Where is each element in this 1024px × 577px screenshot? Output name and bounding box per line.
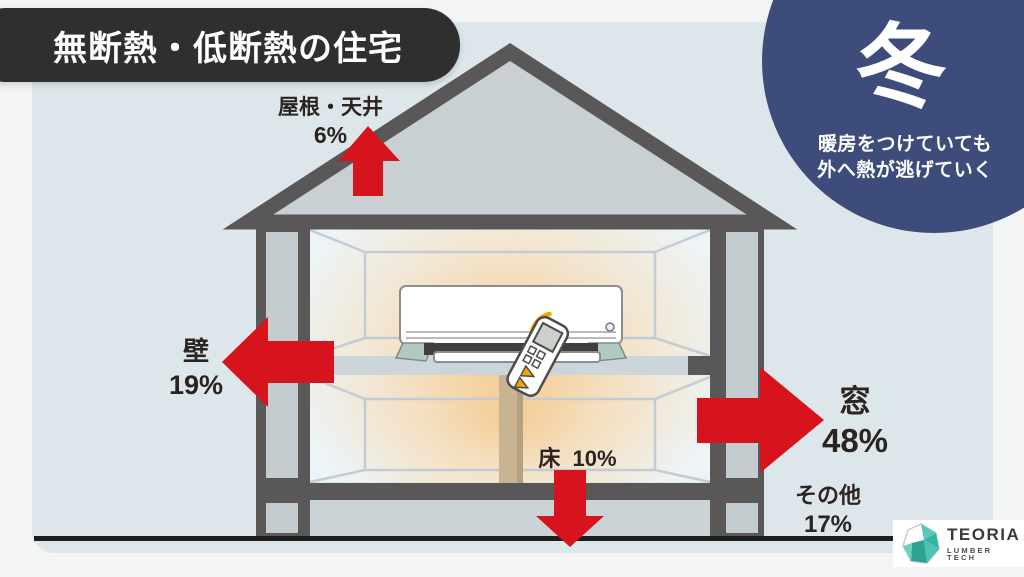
floor-beam [256, 483, 764, 500]
arrow-window-right [697, 367, 824, 473]
arrow-roof-up [338, 126, 400, 196]
ground-line [34, 536, 894, 541]
teoria-gem-icon [902, 523, 940, 564]
winter-kanji: 冬 [854, 17, 947, 119]
arrow-wall-left [222, 317, 334, 407]
label-floor: 床 10% [505, 446, 650, 471]
label-window: 窓 48% [788, 384, 922, 460]
label-roof-ceiling-value: 6% [313, 122, 348, 149]
label-floor-text: 床 [538, 446, 561, 471]
center-post-shade [517, 375, 523, 483]
remote-control [506, 315, 570, 397]
label-other-text: その他 [794, 483, 861, 508]
page-title: 無断熱・低断熱の住宅 [53, 29, 403, 68]
label-wall-text: 壁 [182, 336, 209, 366]
ac-side-flap-left [394, 342, 435, 362]
mid-floor-slab-end-right [688, 356, 710, 375]
heat-loss-arrows [222, 126, 824, 547]
wall-right-foundation-panel [726, 503, 758, 533]
label-roof-ceiling: 屋根・天井 6% [248, 96, 413, 149]
label-wall-value: 19% [168, 369, 224, 400]
label-wall: 壁 19% [136, 336, 256, 401]
winter-caption: 暖房をつけていても 外へ熱が逃げていく [800, 132, 1010, 184]
wall-left-foundation-panel [266, 503, 298, 533]
mid-floor-slab [310, 356, 710, 375]
teoria-logo: TEORIA LUMBER TECH [893, 520, 1024, 567]
label-floor-value: 10% [572, 446, 617, 471]
winter-caption-line1: 暖房をつけていても [818, 134, 992, 155]
label-other-value: 17% [803, 511, 853, 539]
foundation [310, 500, 710, 536]
arrow-floor-down [536, 470, 604, 547]
title-banner: 無断熱・低断熱の住宅 [0, 8, 460, 82]
winter-caption-line2: 外へ熱が逃げていく [817, 160, 993, 181]
label-window-text: 窓 [839, 384, 871, 419]
remote-buttons [522, 344, 547, 370]
label-other: その他 17% [764, 483, 892, 539]
label-window-value: 48% [821, 421, 889, 459]
remote-screen [531, 321, 564, 354]
remote-arrow-buttons [513, 364, 536, 389]
logo-tagline-text: LUMBER TECH [947, 545, 993, 562]
air-conditioner [394, 285, 628, 363]
ac-indicator-light [605, 322, 615, 332]
logo-brand-text: TEORIA [947, 524, 1021, 544]
label-roof-ceiling-text: 屋根・天井 [278, 96, 383, 119]
